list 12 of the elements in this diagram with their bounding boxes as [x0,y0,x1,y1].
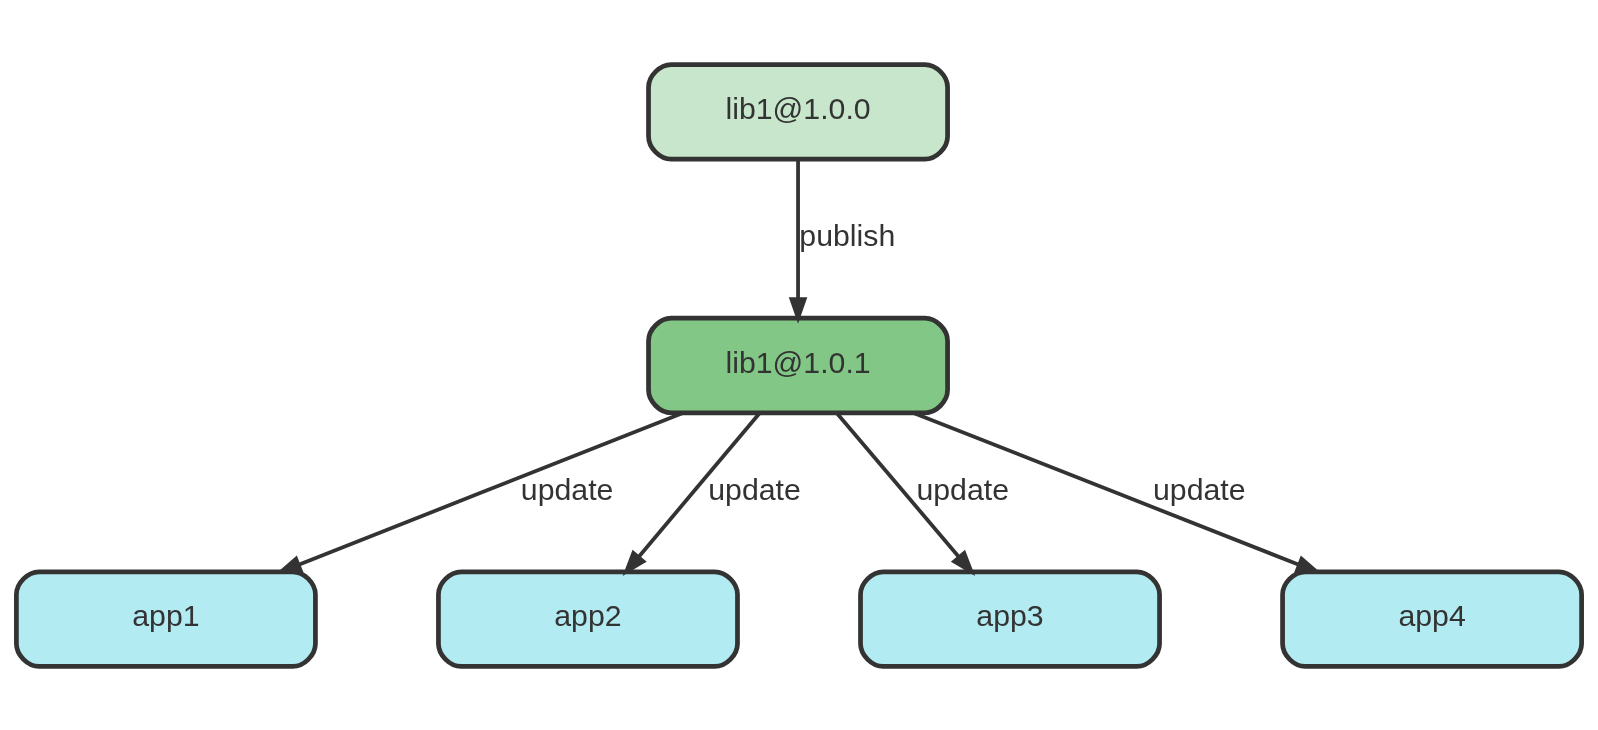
node-box: lib1@1.0.1 [646,315,950,415]
edge-label: update [520,472,614,505]
node-box: app4 [1280,568,1584,669]
edge-label: update [916,472,1009,505]
node-box: app2 [436,568,740,669]
node-box: app1 [14,568,318,669]
node-box: lib1@1.0.0 [646,61,950,162]
node-box: app3 [858,568,1162,669]
arrow [788,159,808,324]
edge-label: publish [799,218,896,252]
edge-label: update [1153,472,1246,505]
edge-label: update [708,472,801,505]
